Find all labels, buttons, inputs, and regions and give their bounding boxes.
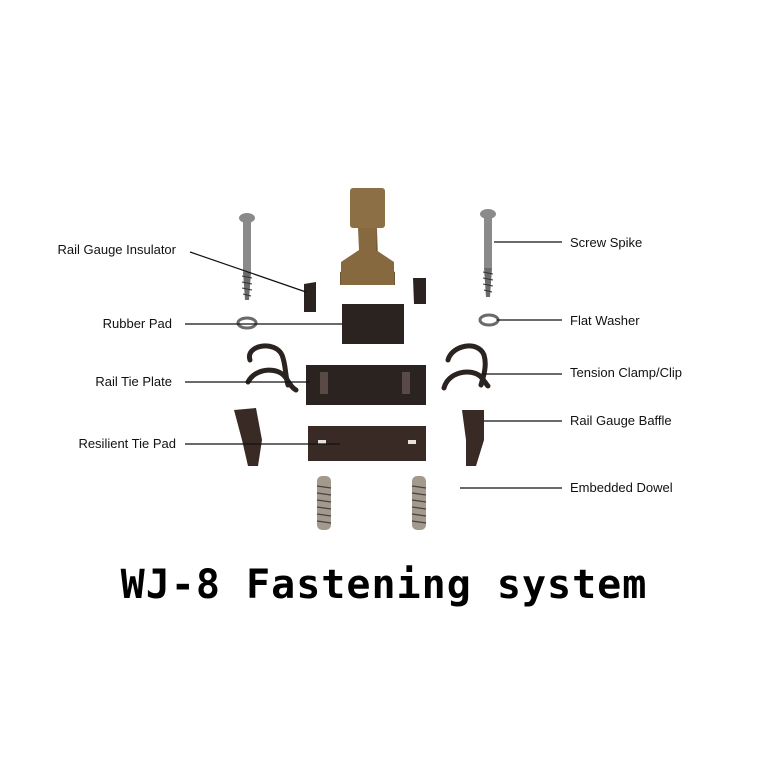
rail-gauge-insulator-right — [413, 278, 426, 304]
rubber-pad — [342, 304, 404, 344]
tension-clamp-left — [245, 343, 299, 393]
tension-clamp-right — [441, 343, 491, 391]
label-screw-spike: Screw Spike — [570, 235, 643, 250]
label-flat-washer: Flat Washer — [570, 313, 640, 328]
label-rail-gauge-baffle: Rail Gauge Baffle — [570, 413, 672, 428]
label-rail-tie-plate: Rail Tie Plate — [95, 374, 172, 389]
label-rubber-pad: Rubber Pad — [102, 316, 172, 331]
embedded-dowel-right — [411, 476, 427, 530]
resilient-pad-mark-right — [408, 440, 416, 444]
rail-gauge-insulator-left — [304, 282, 316, 312]
flat-washer-left — [236, 316, 258, 330]
rail-section — [340, 188, 395, 285]
diagram-title: WJ-8 Fastening system — [120, 562, 648, 608]
rail-gauge-baffle-left — [234, 408, 262, 466]
embedded-dowel-left — [316, 476, 332, 530]
screw-spike-left — [239, 213, 255, 300]
screw-spike-right — [480, 209, 496, 297]
flat-washer-right — [478, 313, 500, 327]
resilient-pad-mark-left — [318, 440, 326, 444]
label-rail-gauge-insulator: Rail Gauge Insulator — [57, 242, 176, 257]
tie-plate-slot-left — [320, 372, 328, 394]
rail-head — [350, 188, 385, 228]
tie-plate-slot-right — [402, 372, 410, 394]
leader-rail-gauge-insulator — [189, 251, 307, 293]
label-resilient-tie-pad: Resilient Tie Pad — [78, 436, 176, 451]
label-embedded-dowel: Embedded Dowel — [570, 480, 673, 495]
rail-body — [341, 228, 394, 285]
rail-gauge-baffle-right — [462, 410, 484, 466]
label-tension-clamp: Tension Clamp/Clip — [570, 365, 682, 380]
leader-lines — [185, 241, 562, 489]
